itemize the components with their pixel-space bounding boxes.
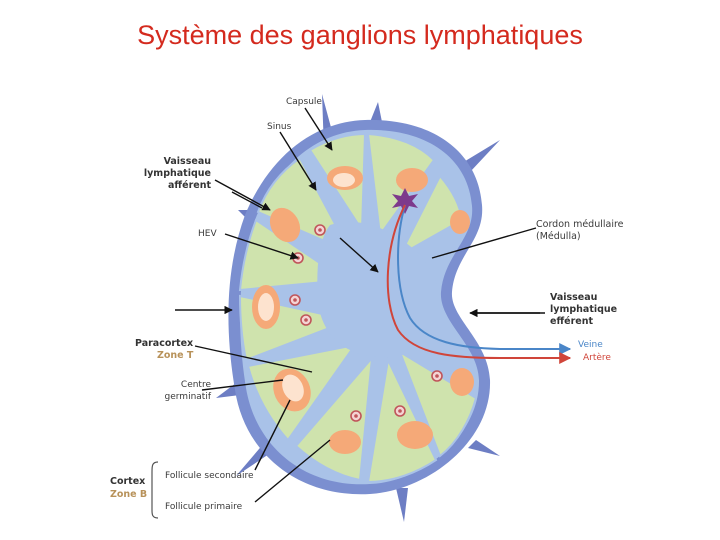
label-follicule-primaire: Follicule primaire [165,502,243,512]
svg-text:Vaisseau: Vaisseau [550,292,597,303]
follicle [396,168,428,192]
svg-text:lymphatique: lymphatique [550,304,617,315]
label-cortex: Cortex [110,476,145,487]
svg-text:lymphatique: lymphatique [144,168,211,179]
svg-text:(Médulla): (Médulla) [536,231,581,242]
medulla [317,221,442,357]
pointer-lines [175,107,545,503]
vessel-star [392,188,418,214]
svg-text:Centre: Centre [181,380,212,390]
artery-line [386,204,572,364]
label-zone-t: Zone T [157,350,194,361]
svg-text:Cordon médullaire: Cordon médullaire [536,219,624,230]
follicle [397,421,433,449]
svg-text:germinatif: germinatif [165,392,212,402]
label-vaisseau-efferent: Vaisseau lymphatique efférent [550,292,617,327]
cortex-bracket [151,461,159,519]
label-veine: Veine [578,340,603,350]
label-artere: Artère [583,352,611,363]
label-hev: HEV [198,229,217,239]
follicle [269,207,301,243]
svg-text:efférent: efférent [550,316,593,327]
label-zone-b: Zone B [110,489,147,500]
label-follicule-secondaire: Follicule secondaire [165,471,254,481]
label-sinus: Sinus [267,122,292,132]
label-cordon-medullaire: Cordon médullaire (Médulla) [536,219,624,242]
svg-text:afférent: afférent [168,180,211,191]
label-centre-germinatif: Centre germinatif [165,380,212,402]
label-vaisseau-afferent: Vaisseau lymphatique afférent [144,156,212,191]
follicle [450,368,474,396]
follicle [450,210,470,234]
page-title: Système des ganglions lymphatiques [137,20,583,50]
hev-vessels [289,224,443,422]
svg-text:Vaisseau: Vaisseau [164,156,211,167]
follicle [329,430,361,454]
germinal-centres [258,173,355,402]
label-paracortex: Paracortex [135,338,193,349]
label-capsule: Capsule [286,97,322,107]
vein-line [397,204,572,355]
